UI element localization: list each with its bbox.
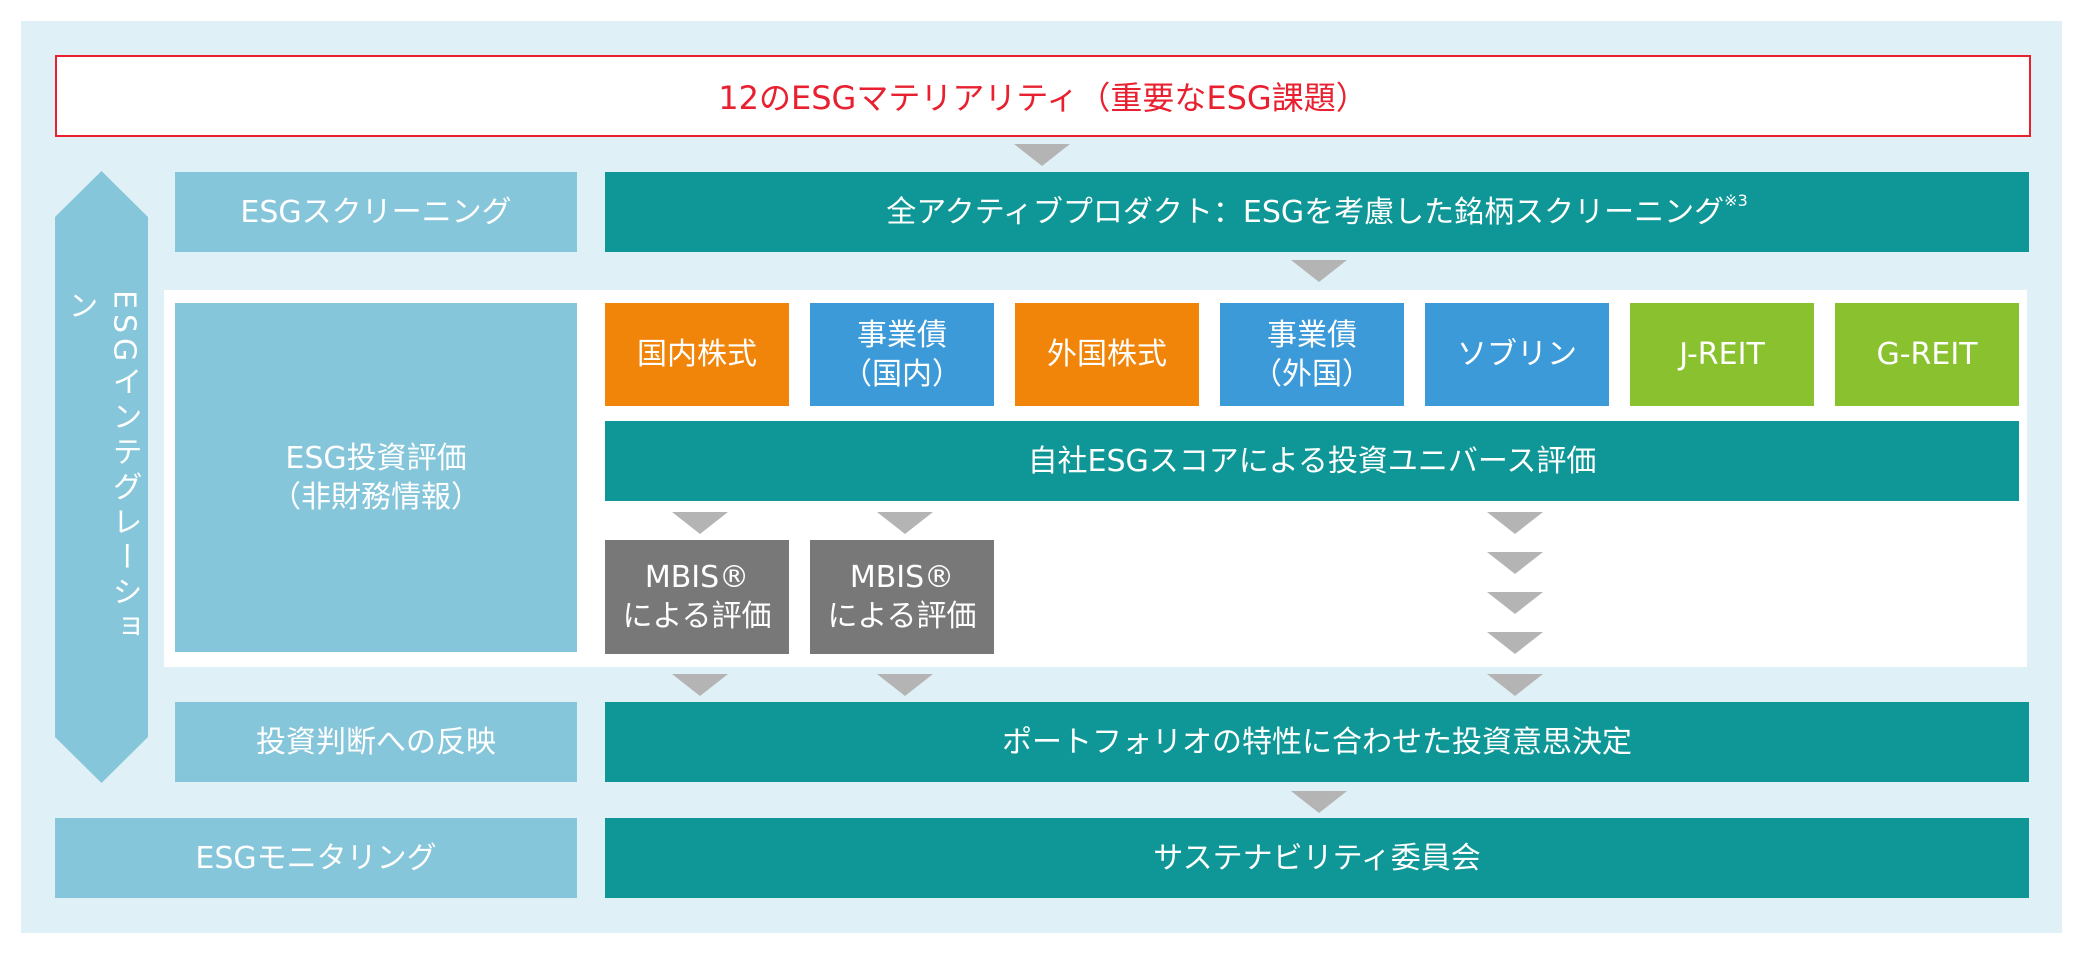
- monitoring-label: ESGモニタリング: [195, 840, 437, 876]
- asset-line1: 事業債: [1267, 317, 1357, 353]
- decision-content: ポートフォリオの特性に合わせた投資意思決定: [1002, 724, 1632, 760]
- asset-line1: G-REIT: [1876, 337, 1978, 372]
- monitoring-content: サステナビリティ委員会: [1153, 840, 1481, 876]
- asset-domestic-corporate-bond: 事業債 （国内）: [810, 303, 994, 406]
- asset-domestic-equity: 国内株式: [605, 303, 789, 406]
- integration-label: ESGインテグレーション: [62, 290, 142, 647]
- arrow-down-icon: [1014, 144, 1070, 166]
- screening-label: ESGスクリーニング: [240, 194, 512, 230]
- asset-line1: ソブリン: [1457, 337, 1577, 372]
- arrow-down-icon: [1487, 512, 1543, 534]
- mbis-line2: による評価: [622, 599, 772, 634]
- arrow-down-icon: [1291, 260, 1347, 282]
- arrow-down-icon: [1291, 791, 1347, 813]
- asset-line1: J-REIT: [1679, 337, 1765, 372]
- screening-label-box: ESGスクリーニング: [175, 172, 577, 252]
- asset-line2: （国内）: [842, 356, 962, 392]
- mbis-evaluation-box-1: MBIS® による評価: [605, 540, 789, 654]
- mbis-evaluation-box-2: MBIS® による評価: [810, 540, 994, 654]
- mbis-line1: MBIS®: [644, 560, 750, 595]
- evaluation-label-line2: （非財務情報）: [271, 479, 481, 515]
- screening-content: 全アクティブプロダクト：ESGを考慮した銘柄スクリーニング※3: [886, 190, 1748, 232]
- arrow-down-icon: [877, 512, 933, 534]
- screening-content-text: 全アクティブプロダクト：ESGを考慮した銘柄スクリーニング: [886, 194, 1725, 230]
- evaluation-label-line1: ESG投資評価: [285, 440, 467, 476]
- asset-j-reit: J-REIT: [1630, 303, 1814, 406]
- monitoring-content-box: サステナビリティ委員会: [605, 818, 2029, 898]
- asset-line2: （外国）: [1252, 356, 1372, 392]
- decision-content-box: ポートフォリオの特性に合わせた投資意思決定: [605, 702, 2029, 782]
- arrow-down-icon: [1487, 592, 1543, 614]
- arrow-down-icon: [672, 674, 728, 696]
- asset-line1: 国内株式: [637, 337, 757, 372]
- mbis-line2: による評価: [827, 599, 977, 634]
- decision-label: 投資判断への反映: [256, 724, 496, 760]
- materiality-box: 12のESGマテリアリティ（重要なESG課題）: [55, 55, 2031, 137]
- materiality-text: 12のESGマテリアリティ（重要なESG課題）: [718, 79, 1368, 117]
- monitoring-label-box: ESGモニタリング: [55, 818, 577, 898]
- asset-foreign-corporate-bond: 事業債 （外国）: [1220, 303, 1404, 406]
- arrow-down-icon: [877, 674, 933, 696]
- footnote-mark: ※3: [1724, 190, 1748, 210]
- mbis-line1: MBIS®: [849, 560, 955, 595]
- decision-label-box: 投資判断への反映: [175, 702, 577, 782]
- arrow-down-icon: [1487, 674, 1543, 696]
- asset-line1: 外国株式: [1047, 337, 1167, 372]
- arrow-down-icon: [672, 512, 728, 534]
- arrow-down-icon: [1487, 632, 1543, 654]
- evaluation-label-box: ESG投資評価 （非財務情報）: [175, 303, 577, 652]
- arrow-down-icon: [1487, 552, 1543, 574]
- integration-arrow-icon: [55, 171, 148, 783]
- asset-sovereign: ソブリン: [1425, 303, 1609, 406]
- asset-g-reit: G-REIT: [1835, 303, 2019, 406]
- screening-content-box: 全アクティブプロダクト：ESGを考慮した銘柄スクリーニング※3: [605, 172, 2029, 252]
- asset-foreign-equity: 外国株式: [1015, 303, 1199, 406]
- asset-line1: 事業債: [857, 317, 947, 353]
- universe-evaluation-box: 自社ESGスコアによる投資ユニバース評価: [605, 421, 2019, 501]
- universe-evaluation-text: 自社ESGスコアによる投資ユニバース評価: [1027, 443, 1597, 479]
